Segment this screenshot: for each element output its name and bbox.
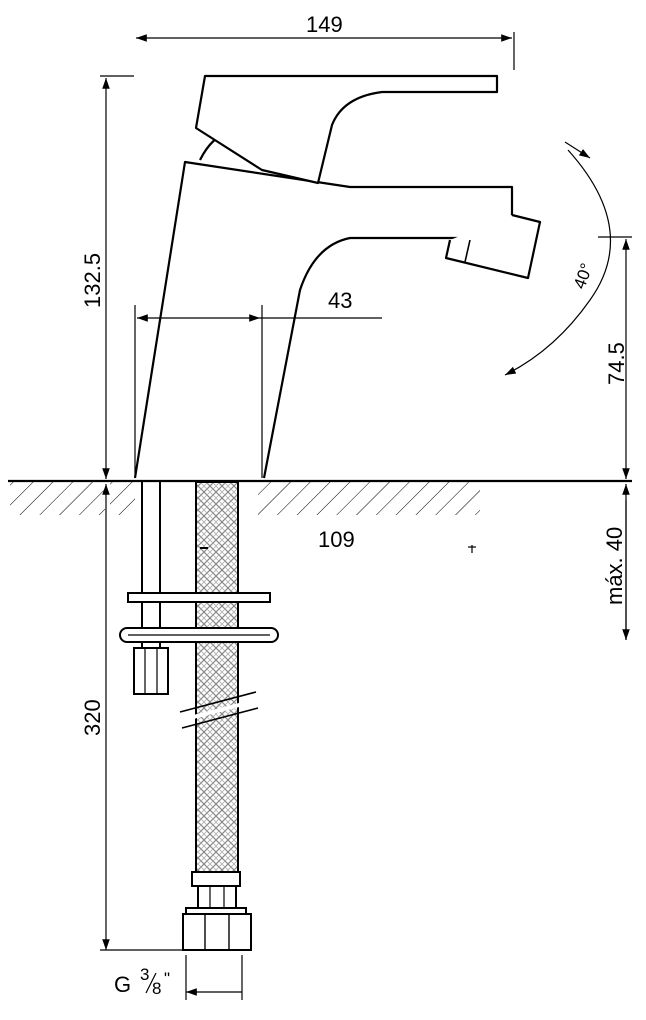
dim-base-width: 43 — [328, 288, 352, 313]
dim-height: 132.5 — [80, 253, 105, 308]
dimension-lines — [100, 32, 632, 1000]
thread-spec: G 3 8 " — [114, 965, 170, 998]
hose-nut — [182, 913, 252, 951]
under-deck-fittings — [119, 481, 279, 951]
dim-deck-offset: 109 — [318, 527, 355, 552]
lever-handle — [194, 74, 499, 185]
faucet-body — [133, 74, 542, 479]
braided-hose — [195, 481, 239, 883]
dim-overall-length: 149 — [306, 12, 343, 37]
thread-numerator: 3 — [140, 965, 149, 984]
thread-denominator: 8 — [152, 979, 161, 998]
thread-unit: " — [164, 969, 170, 988]
dim-spout-height: 74.5 — [604, 342, 629, 385]
lever-angle-arc — [504, 149, 612, 376]
deck-surface — [8, 479, 632, 515]
dim-lever-angle: 40° — [570, 261, 597, 292]
dim-max-thickness: máx. 40 — [602, 527, 627, 605]
thread-prefix: G — [114, 972, 131, 997]
dim-hose-length: 320 — [80, 699, 105, 736]
washer — [127, 592, 271, 603]
aerator — [444, 213, 542, 280]
